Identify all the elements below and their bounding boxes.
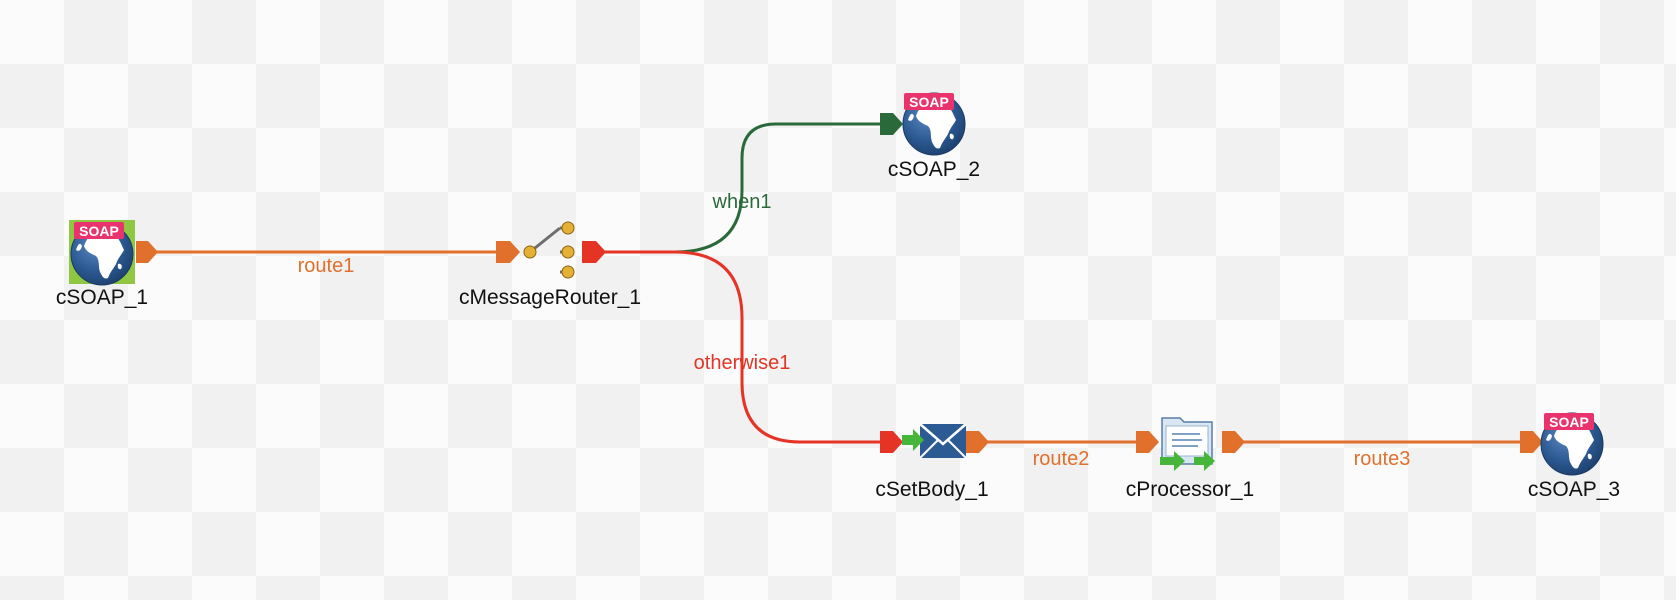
connection-label-when1[interactable]: when1 <box>712 191 772 213</box>
node-label-csoap1[interactable]: cSOAP_1 <box>55 286 149 309</box>
soap-globe-icon: SOAP <box>902 92 966 156</box>
connection-label-route1[interactable]: route1 <box>297 255 355 277</box>
connection-label-route2[interactable]: route2 <box>1032 448 1090 470</box>
envelope-icon <box>902 423 967 459</box>
connection-label-otherwise1[interactable]: otherwise1 <box>693 352 791 374</box>
output-port-csoap1[interactable] <box>136 241 158 263</box>
input-port-csoap2[interactable] <box>880 113 903 135</box>
input-port-processor[interactable] <box>1136 431 1159 453</box>
soap-globe-icon: SOAP <box>70 222 134 286</box>
input-port-router[interactable] <box>496 241 520 263</box>
connection-otherwise1-line[interactable] <box>600 250 885 444</box>
node-label-processor[interactable]: cProcessor_1 <box>1125 478 1255 501</box>
connection-when1-line[interactable] <box>600 122 885 254</box>
node-csoap1[interactable]: SOAP <box>69 220 135 286</box>
connection-label-route3[interactable]: route3 <box>1353 448 1411 470</box>
processor-folder-icon <box>1160 417 1215 471</box>
soap-badge-text: SOAP <box>1549 414 1589 430</box>
soap-badge-text: SOAP <box>909 94 949 110</box>
output-port-processor[interactable] <box>1222 431 1245 453</box>
node-label-router[interactable]: cMessageRouter_1 <box>458 286 642 309</box>
input-port-csoap3[interactable] <box>1520 431 1543 453</box>
node-label-setbody[interactable]: cSetBody_1 <box>875 478 989 501</box>
node-setbody[interactable] <box>902 423 967 459</box>
node-processor[interactable] <box>1160 417 1215 471</box>
node-label-csoap3[interactable]: cSOAP_3 <box>1527 478 1621 501</box>
node-label-csoap2[interactable]: cSOAP_2 <box>887 158 981 181</box>
output-port-setbody[interactable] <box>966 431 989 453</box>
soap-badge-text: SOAP <box>79 223 119 239</box>
node-csoap3[interactable]: SOAP <box>1540 412 1604 476</box>
input-port-setbody[interactable] <box>880 431 903 453</box>
node-message-router[interactable] <box>523 221 575 279</box>
soap-globe-icon: SOAP <box>1540 412 1604 476</box>
message-router-icon <box>523 221 575 279</box>
node-csoap2[interactable]: SOAP <box>902 92 966 156</box>
output-port-router[interactable] <box>582 241 606 263</box>
